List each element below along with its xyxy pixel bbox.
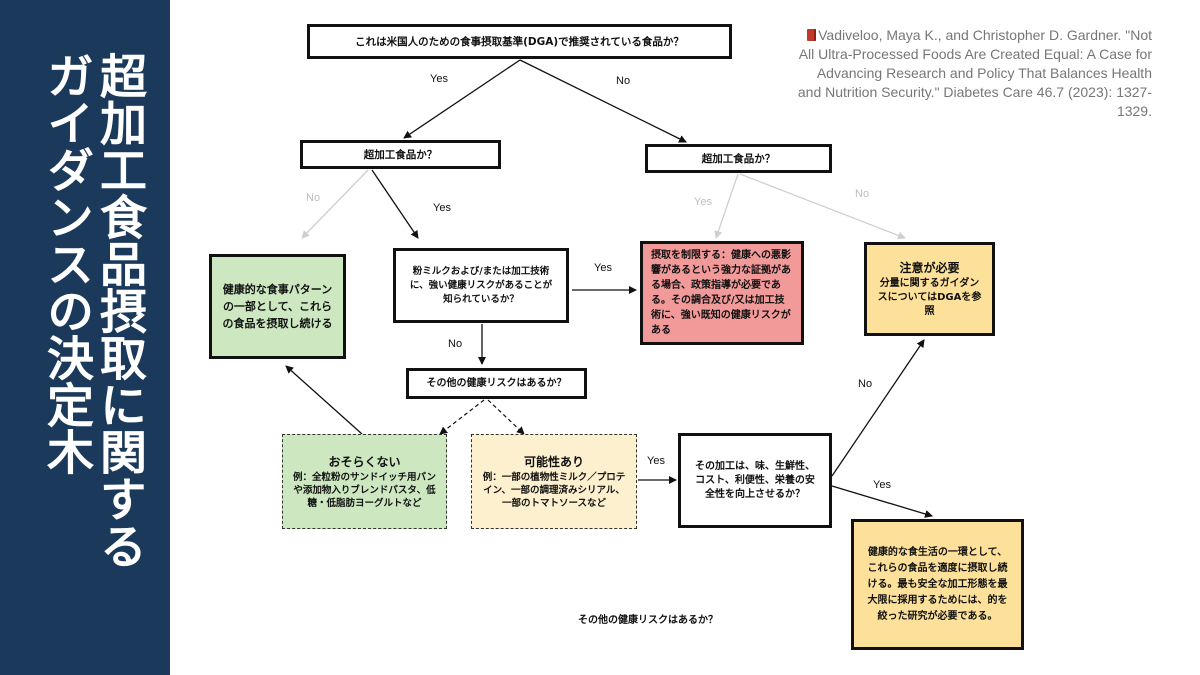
edge-risk-possible — [487, 399, 525, 435]
sidebar: 超加工食品摂取に関する ガイダンスの決定木 — [0, 0, 170, 675]
node-moderate-intake: 健康的な食生活の一環として、これらの食品を適度に摂取し続ける。最も安全な加工形態… — [851, 519, 1024, 650]
node-limit-intake: 摂取を制限する：健康への悪影響があるという強力な証拠がある場合、政策指導が必要で… — [640, 241, 804, 345]
label-processing-no: No — [858, 378, 873, 390]
edge-dga-no — [519, 59, 687, 143]
probably-not-heading: おそらくない — [328, 454, 401, 469]
page-title-line1: 超加工食品摂取に関する — [91, 52, 146, 569]
node-probably-not: おそらくない 例：全粒粉のサンドイッチ用パンや添加物入りブレンドパスタ、低糖・低… — [282, 434, 447, 529]
footer-caption: その他の健康リスクはあるか？ — [578, 615, 718, 626]
label-upf-right-no: No — [855, 188, 870, 200]
caution-detail: 分量に関するガイダンスについてはDGAを参照 — [877, 277, 982, 317]
label-milk-yes: Yes — [594, 262, 612, 274]
node-processing-question: その加工は、味、生鮮性、コスト、利便性、栄養の安全性を向上させるか？ — [678, 433, 832, 528]
label-dga-yes: Yes — [430, 73, 448, 85]
label-upf-left-no: No — [306, 192, 321, 204]
label-possible-yes: Yes — [647, 455, 665, 467]
node-possible: 可能性あり 例：一部の植物性ミルク／プロテイン、一部の調理済みシリアル、一部のト… — [471, 434, 637, 529]
page-title-line2: ガイダンスの決定木 — [38, 52, 93, 475]
book-icon — [807, 29, 817, 41]
probably-not-examples: 例：全粒粉のサンドイッチ用パンや添加物入りブレンドパスタ、低糖・低脂肪ヨーグルト… — [293, 471, 436, 509]
possible-heading: 可能性あり — [523, 454, 584, 469]
label-dga-no: No — [616, 75, 631, 87]
label-upf-right-yes: Yes — [694, 196, 712, 208]
edge-dga-yes — [403, 59, 521, 139]
citation-text: Vadiveloo, Maya K., and Christopher D. G… — [797, 27, 1152, 119]
edge-processing-no — [831, 339, 925, 477]
edge-upf-right-yes — [714, 173, 739, 239]
edge-risk-probably-not — [439, 399, 485, 435]
citation: Vadiveloo, Maya K., and Christopher D. G… — [790, 26, 1152, 121]
label-milk-no: No — [448, 338, 463, 350]
edge-upf-right-no — [739, 173, 906, 240]
edge-upf-left-no — [301, 169, 369, 239]
edge-processing-yes — [831, 485, 933, 518]
edge-probably-not-to-healthy — [285, 365, 363, 435]
node-milk-question: 粉ミルクおよび/または加工技術に、強い健康リスクがあることが知られているか？ — [393, 248, 569, 323]
possible-examples: 例：一部の植物性ミルク／プロテイン、一部の調理済みシリアル、一部のトマトソースな… — [482, 471, 626, 509]
caution-heading: 注意が必要 — [899, 260, 960, 275]
label-processing-yes: Yes — [873, 479, 891, 491]
node-upf-question-left: 超加工食品か？ — [300, 140, 501, 169]
node-upf-question-right: 超加工食品か？ — [645, 144, 832, 173]
node-other-risk-question: その他の健康リスクはあるか？ — [406, 368, 587, 399]
node-dga-question: これは米国人のための食事摂取基準(DGA)で推奨されている食品か？ — [307, 24, 732, 59]
node-healthy-pattern: 健康的な食事パターンの一部として、これらの食品を摂取し続ける — [209, 254, 346, 359]
label-upf-left-yes: Yes — [433, 202, 451, 214]
node-caution: 注意が必要 分量に関するガイダンスについてはDGAを参照 — [864, 242, 995, 336]
edge-upf-left-yes — [371, 169, 419, 239]
